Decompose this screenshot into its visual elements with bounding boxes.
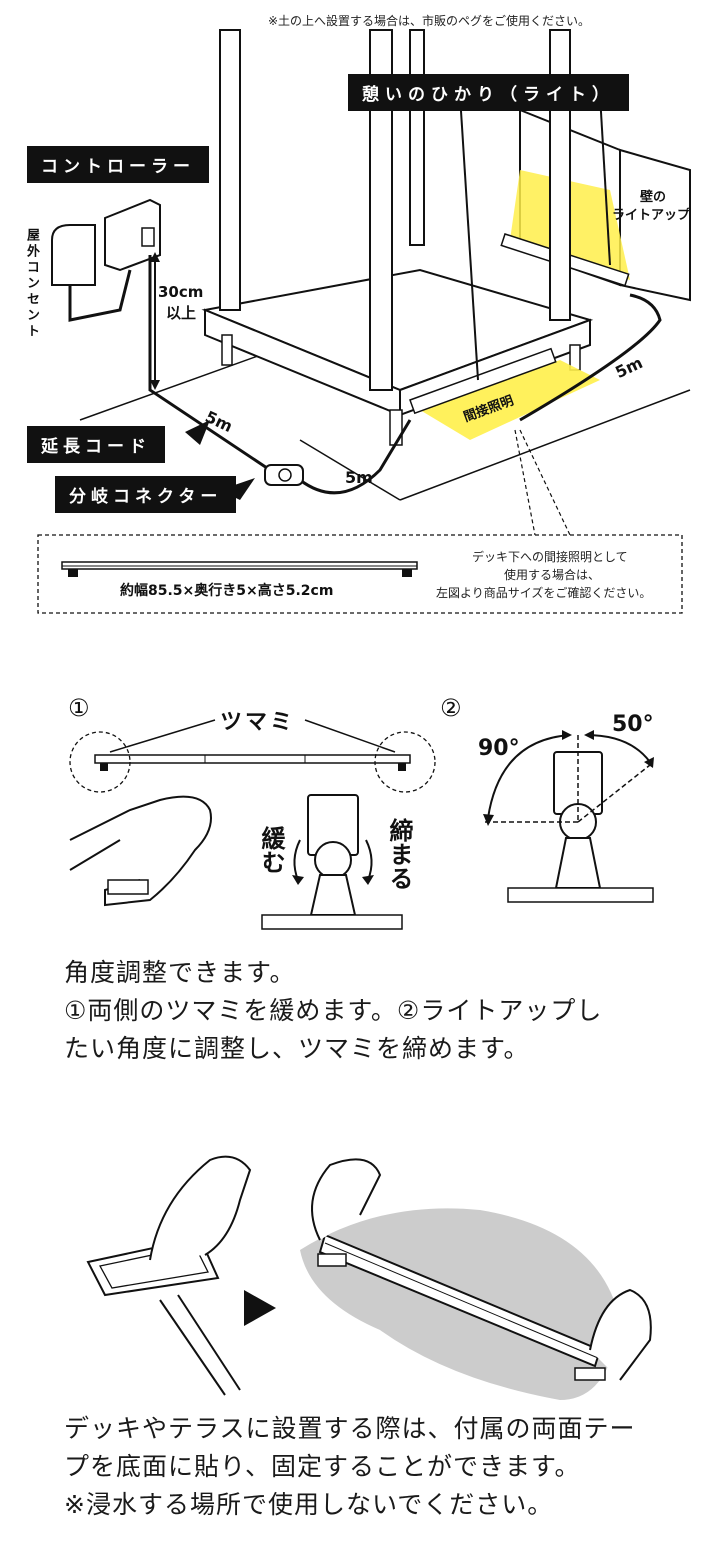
adjust-desc-3: たい角度に調整し、ツマミを締めます。	[64, 1034, 530, 1063]
mount-desc-2: プを底面に貼り、固定することができます。	[64, 1452, 581, 1481]
adjust-description: 角度調整できます。 ①両側のツマミを緩めます。②ライトアップし たい角度に調整し…	[64, 954, 664, 1068]
adjust-desc-2: ①両側のツマミを緩めます。②ライトアップし	[64, 996, 603, 1025]
mount-desc-3: ※浸水する場所で使用しないでください。	[64, 1490, 554, 1519]
mount-desc-1: デッキやテラスに設置する際は、付属の両面テー	[64, 1414, 636, 1443]
mount-description: デッキやテラスに設置する際は、付属の両面テー プを底面に貼り、固定することができ…	[64, 1410, 664, 1524]
info-line-3: 左図より商品サイズをご確認ください。	[436, 586, 652, 600]
angle-left-label: 90°	[478, 736, 520, 761]
angle-right-label: 50°	[612, 712, 654, 737]
connector-label: 分岐コネクター	[55, 476, 237, 513]
info-line-2: 使用する場合は、	[504, 568, 601, 582]
main-light-label: 憩いのひかり（ライト）	[348, 74, 629, 111]
outlet-label: 屋外コンセント	[24, 228, 39, 340]
angle-adjust-diagram	[69, 719, 654, 930]
step-2-number: ②	[440, 694, 462, 722]
length-middle: 5m	[345, 468, 373, 487]
loosen-label: 緩む	[257, 826, 285, 874]
wall-label-1: 壁の	[640, 190, 667, 205]
step-1-number: ①	[68, 694, 90, 722]
controller-label: コントローラー	[27, 146, 209, 183]
knob-label: ツマミ	[220, 710, 296, 735]
play-arrow-icon	[244, 1290, 276, 1326]
adjust-desc-1: 角度調整できます。	[64, 958, 296, 987]
wall-label-2: ライトアップ	[612, 208, 691, 223]
info-line-1: デッキ下への間接照明として	[472, 550, 628, 564]
installation-diagram	[37, 29, 691, 614]
tighten-label: 締まる	[385, 818, 413, 890]
height-suffix: 以上	[166, 304, 197, 322]
extension-cord-label: 延長コード	[27, 426, 165, 463]
top-note: ※土の上へ設置する場合は、市販のペグをご使用ください。	[268, 14, 591, 28]
product-dimensions: 約幅85.5×奥行き5×高さ5.2cm	[120, 583, 334, 599]
height-value: 30cm	[158, 283, 204, 301]
